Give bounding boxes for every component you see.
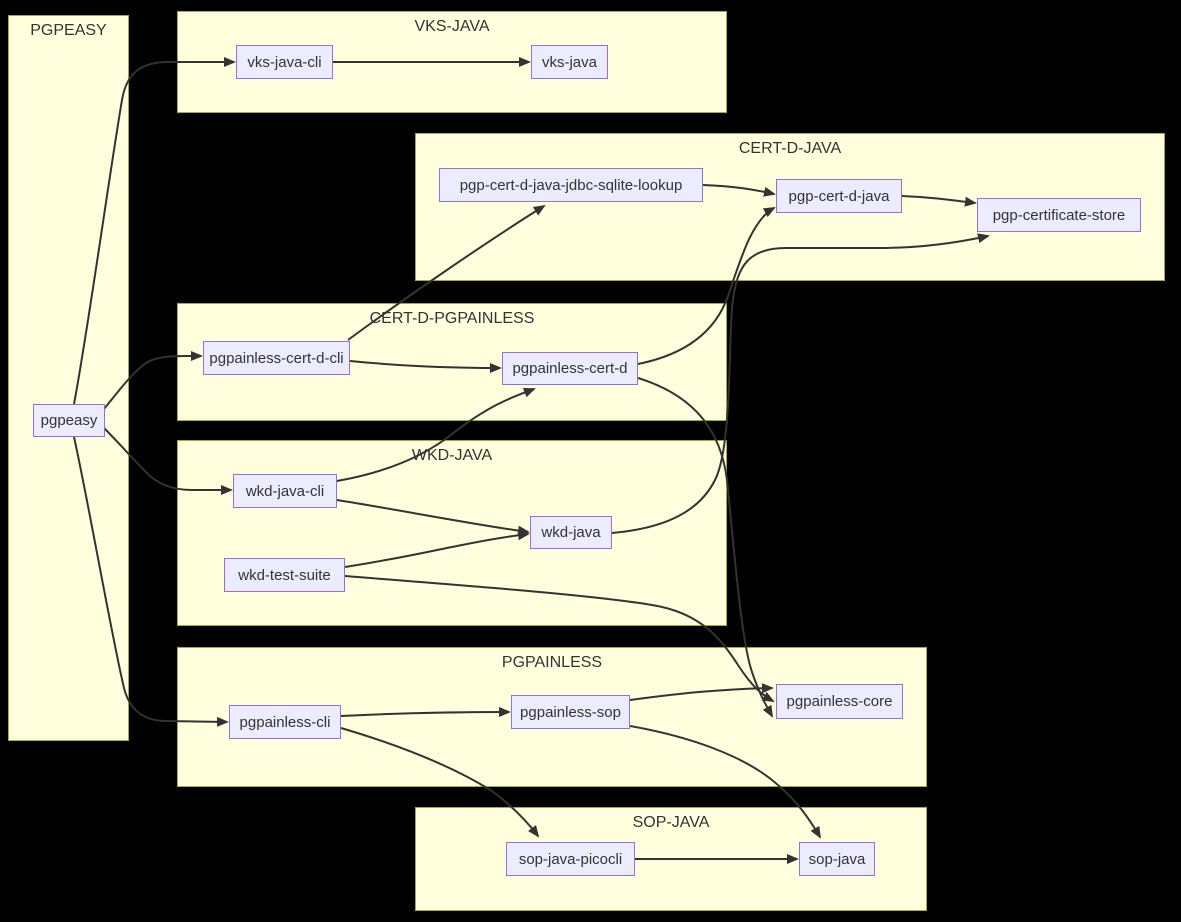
node-sop-java-picocli: sop-java-picocli bbox=[506, 842, 635, 876]
node-wkd-test-suite: wkd-test-suite bbox=[224, 558, 345, 592]
node-pgp-certificate-store: pgp-certificate-store bbox=[977, 198, 1141, 232]
node-wkd-java: wkd-java bbox=[530, 516, 612, 549]
node-label: pgp-certificate-store bbox=[992, 206, 1126, 224]
node-sop-java: sop-java bbox=[799, 842, 875, 876]
node-pgpeasy: pgpeasy bbox=[33, 404, 105, 437]
node-label: sop-java-picocli bbox=[518, 850, 623, 868]
cluster-title: PGPEASY bbox=[30, 22, 107, 39]
node-label: pgpainless-cli bbox=[239, 713, 331, 731]
node-label: vks-java bbox=[541, 53, 597, 71]
node-vks-java-cli: vks-java-cli bbox=[236, 45, 333, 79]
node-label: pgp-cert-d-java bbox=[788, 187, 890, 205]
node-vks-java: vks-java bbox=[531, 45, 608, 79]
node-label: wkd-java-cli bbox=[245, 482, 325, 500]
node-label: sop-java bbox=[808, 850, 866, 868]
node-label: pgpainless-cert-d bbox=[512, 360, 628, 377]
node-label: pgpeasy bbox=[40, 412, 98, 429]
cluster-title: CERT-D-JAVA bbox=[738, 140, 842, 157]
node-wkd-java-cli: wkd-java-cli bbox=[233, 474, 337, 508]
node-pgpainless-cert-d: pgpainless-cert-d bbox=[502, 352, 638, 385]
node-label: pgp-cert-d-java-jdbc-sqlite-lookup bbox=[459, 176, 683, 194]
node-pgpainless-core: pgpainless-core bbox=[776, 684, 903, 719]
cluster-title: VKS-JAVA bbox=[414, 18, 490, 35]
node-pgp-cert-d-java-jdbc-sqlite-lookup: pgp-cert-d-java-jdbc-sqlite-lookup bbox=[439, 168, 703, 202]
node-label: wkd-test-suite bbox=[238, 566, 331, 584]
node-pgpainless-cli: pgpainless-cli bbox=[229, 705, 341, 739]
node-label: pgpainless-sop bbox=[520, 703, 621, 721]
node-pgpainless-cert-d-cli: pgpainless-cert-d-cli bbox=[203, 341, 350, 375]
node-label: wkd-java bbox=[541, 524, 601, 541]
node-pgpainless-sop: pgpainless-sop bbox=[511, 695, 630, 729]
node-pgp-cert-d-java: pgp-cert-d-java bbox=[776, 179, 902, 213]
node-label: pgpainless-core bbox=[786, 693, 893, 710]
node-label: vks-java-cli bbox=[247, 53, 322, 71]
node-label: pgpainless-cert-d-cli bbox=[209, 349, 344, 367]
